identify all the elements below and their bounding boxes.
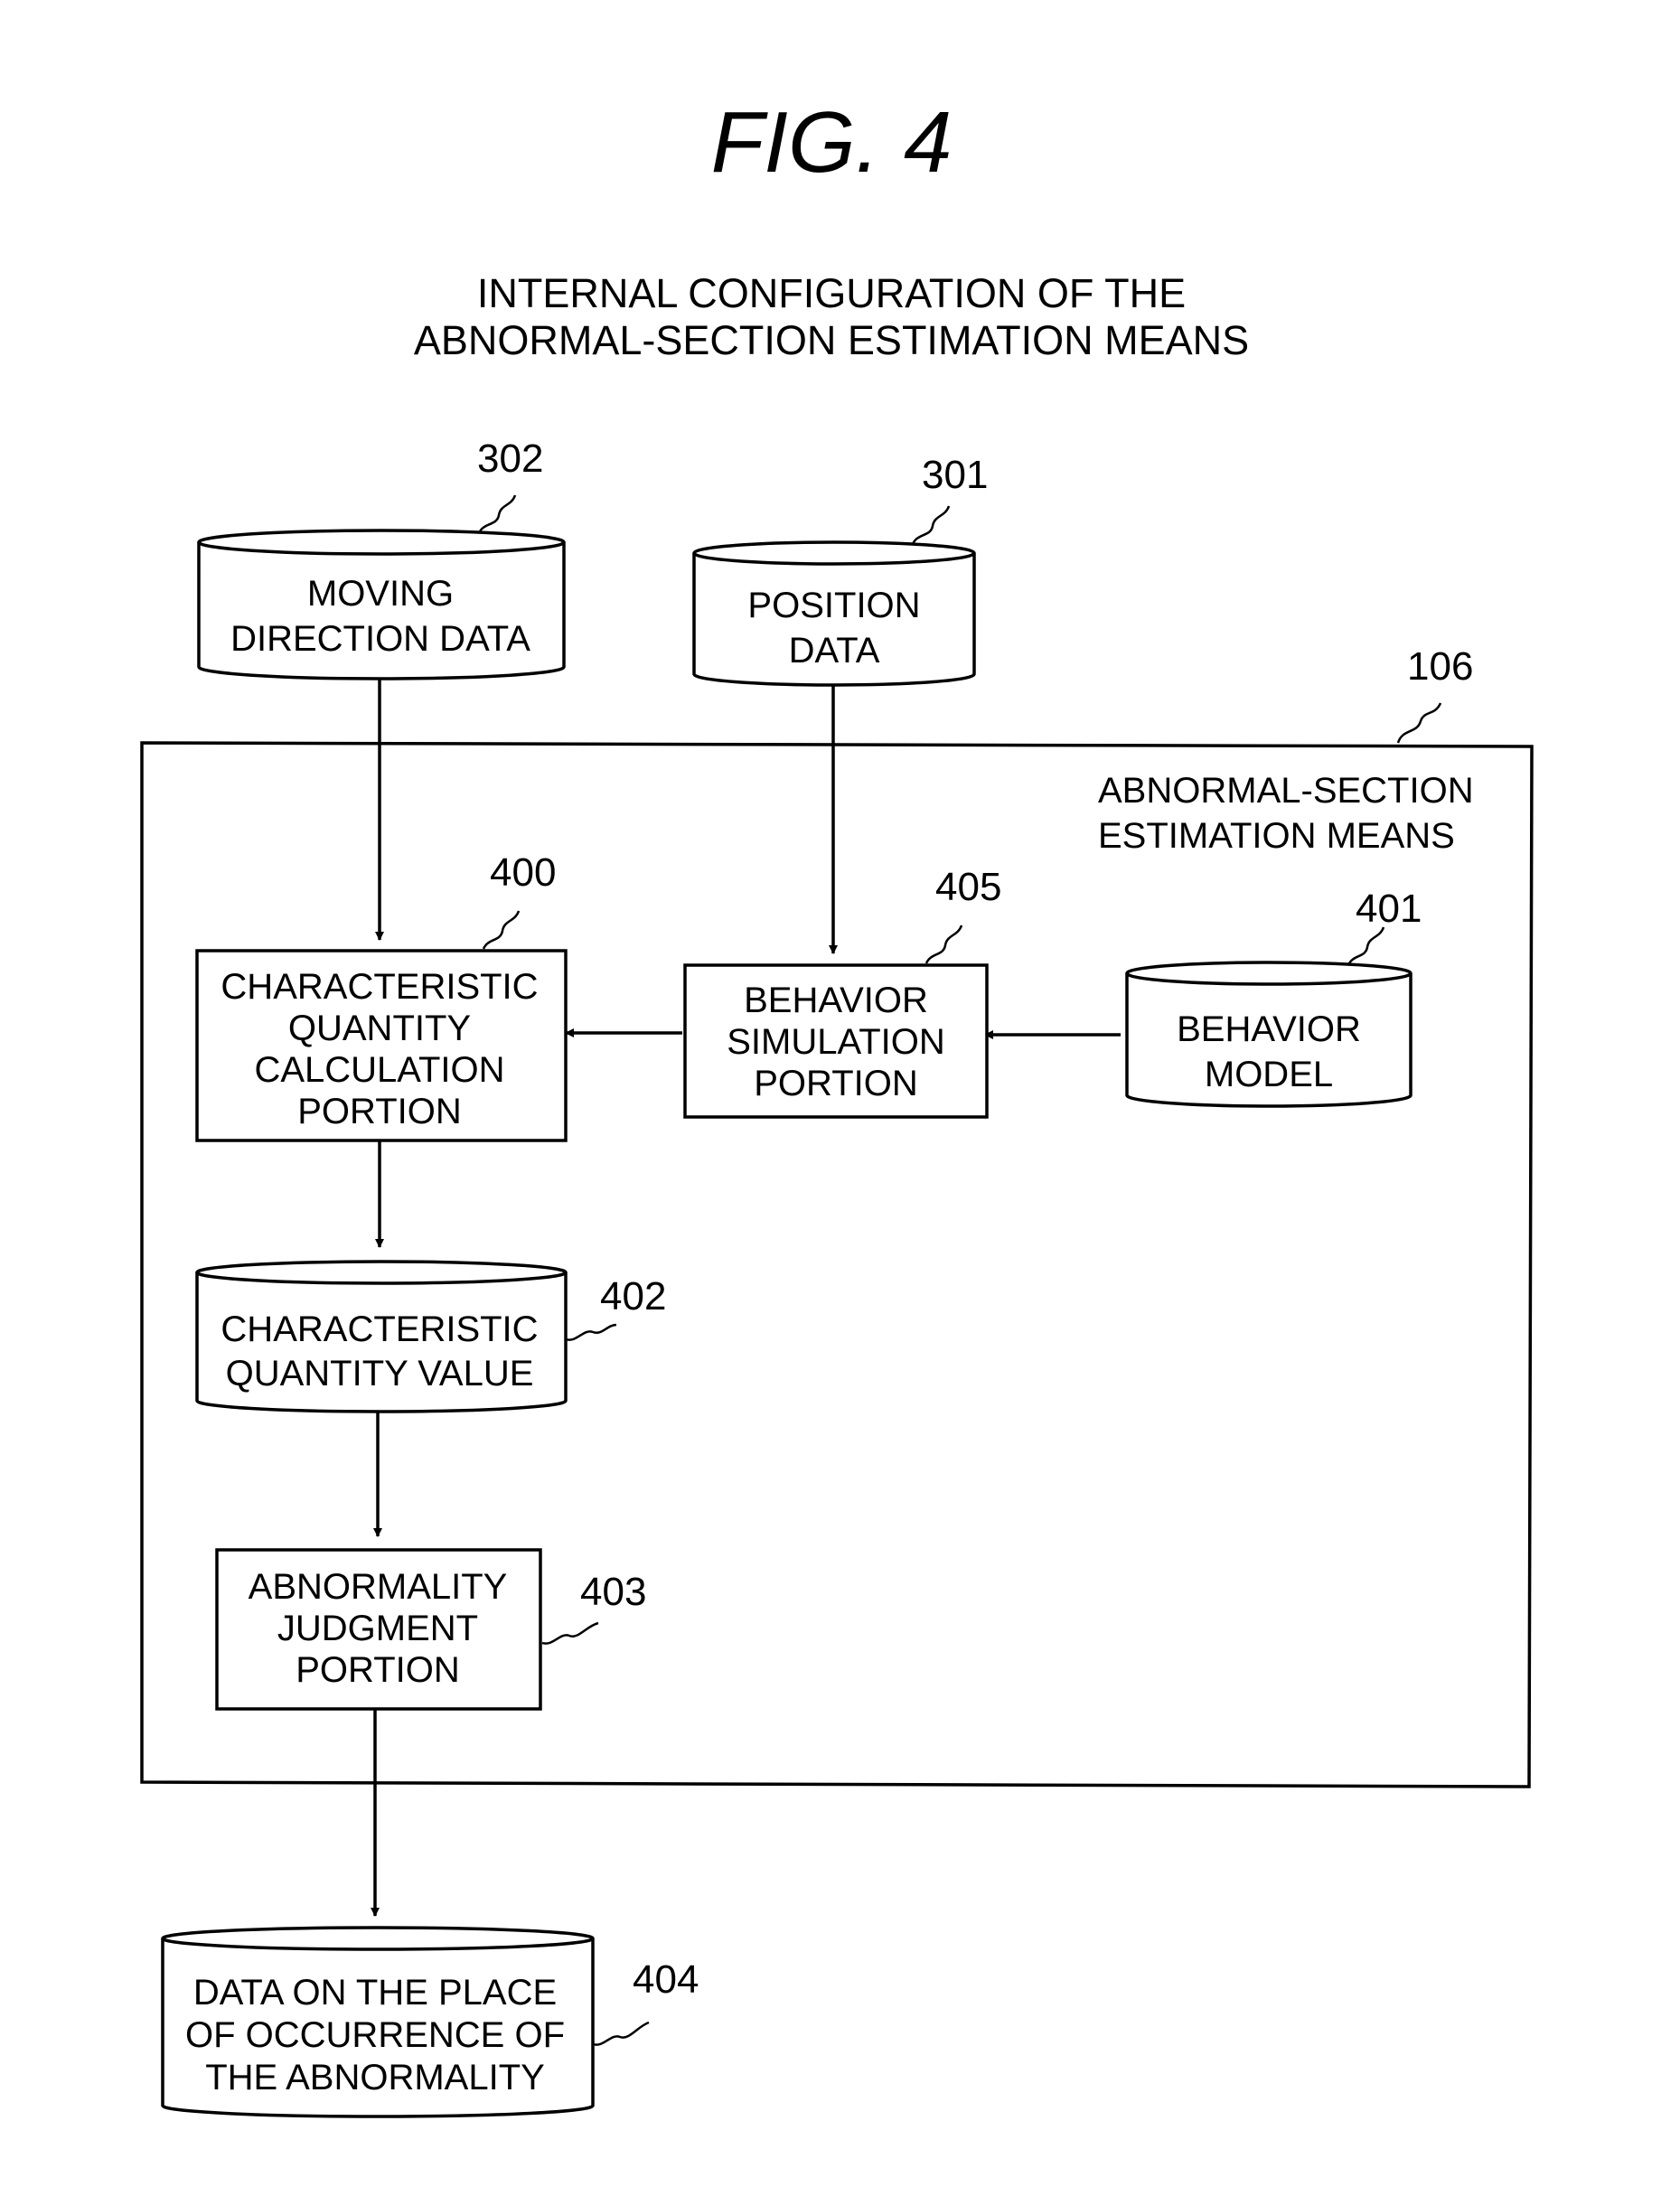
ref-401: 401: [1356, 887, 1422, 931]
ref-302: 302: [477, 436, 543, 481]
caption-line-1: INTERNAL CONFIGURATION OF THE: [477, 270, 1186, 316]
moving-direction-line-1: MOVING: [307, 574, 454, 614]
figure-title: FIG. 4: [711, 94, 953, 191]
ref-404: 404: [633, 1957, 699, 2002]
output-line-3: THE ABNORMALITY: [205, 2058, 545, 2097]
judgment-line-2: JUDGMENT: [277, 1609, 478, 1648]
container-label-line-2: ESTIMATION MEANS: [1098, 816, 1455, 856]
caption-line-2: ABNORMAL-SECTION ESTIMATION MEANS: [414, 317, 1249, 363]
judgment-line-1: ABNORMALITY: [249, 1567, 508, 1607]
moving-direction-data-store: MOVING DIRECTION DATA 302: [199, 436, 564, 679]
ref-leader-405: [926, 925, 962, 963]
output-line-1: DATA ON THE PLACE: [193, 1973, 557, 2013]
ref-leader-301: [913, 506, 949, 544]
ref-leader-401: [1348, 927, 1384, 965]
sim-line-3: PORTION: [754, 1064, 918, 1103]
position-data-store: POSITION DATA 301: [694, 453, 988, 685]
ref-leader-403: [542, 1623, 598, 1644]
value-line-1: CHARACTERISTIC: [221, 1309, 538, 1349]
output-line-2: OF OCCURRENCE OF: [185, 2015, 565, 2055]
ref-400: 400: [490, 850, 556, 895]
sim-line-1: BEHAVIOR: [744, 981, 928, 1020]
ref-leader-302: [479, 495, 515, 533]
ref-leader-402: [566, 1325, 616, 1340]
behavior-simulation-block: BEHAVIOR SIMULATION PORTION 405: [685, 865, 1001, 1117]
position-data-line-2: DATA: [789, 631, 880, 671]
characteristic-quantity-value-store: CHARACTERISTIC QUANTITY VALUE 402: [197, 1262, 666, 1412]
calc-line-3: CALCULATION: [254, 1050, 504, 1090]
container-label-line-1: ABNORMAL-SECTION: [1098, 771, 1474, 811]
behavior-model-store: BEHAVIOR MODEL 401: [1127, 887, 1422, 1106]
ref-403: 403: [580, 1570, 646, 1614]
ref-402: 402: [600, 1274, 666, 1319]
moving-direction-line-2: DIRECTION DATA: [230, 619, 530, 659]
behavior-model-line-1: BEHAVIOR: [1177, 1009, 1361, 1049]
ref-leader-400: [483, 911, 519, 949]
sim-line-2: SIMULATION: [727, 1022, 945, 1062]
abnormality-judgment-block: ABNORMALITY JUDGMENT PORTION 403: [217, 1550, 646, 1709]
calc-line-4: PORTION: [297, 1092, 462, 1131]
characteristic-quantity-calculation-block: CHARACTERISTIC QUANTITY CALCULATION PORT…: [197, 850, 566, 1140]
ref-301: 301: [922, 453, 988, 497]
ref-leader-106: [1398, 703, 1441, 743]
judgment-line-3: PORTION: [296, 1650, 460, 1690]
ref-106: 106: [1407, 644, 1473, 689]
abnormality-place-data-store: DATA ON THE PLACE OF OCCURRENCE OF THE A…: [163, 1928, 699, 2116]
calc-line-1: CHARACTERISTIC: [221, 967, 538, 1007]
position-data-line-1: POSITION: [747, 586, 920, 625]
behavior-model-line-2: MODEL: [1205, 1055, 1333, 1094]
ref-leader-404: [593, 2022, 649, 2045]
value-line-2: QUANTITY VALUE: [226, 1354, 534, 1394]
calc-line-2: QUANTITY: [288, 1009, 471, 1048]
ref-405: 405: [935, 865, 1001, 909]
